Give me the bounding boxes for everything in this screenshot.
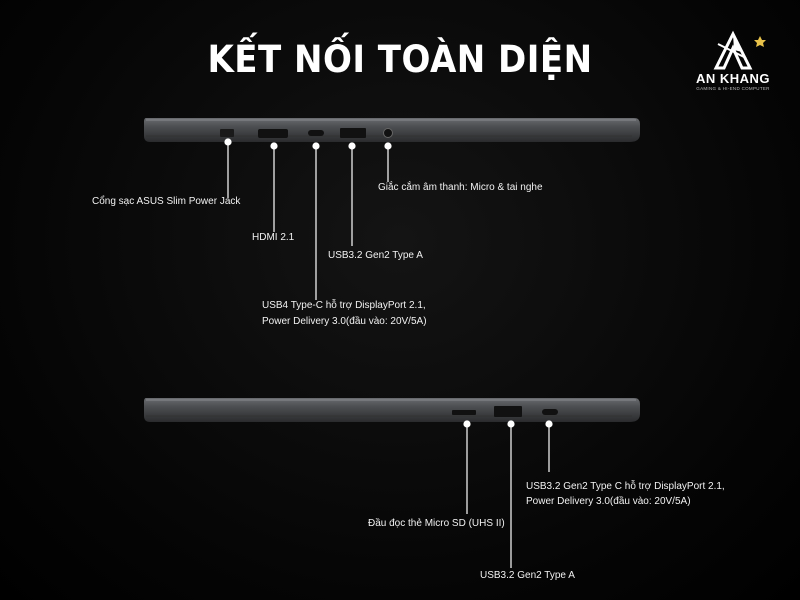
label-usb-c-line1: USB3.2 Gen2 Type C hỗ trợ DisplayPort 2.… [526,481,725,492]
power-jack-port [220,129,234,137]
label-usb-c-line2: Power Delivery 3.0(đầu vào: 20V/5A) [526,496,691,507]
audio-jack-port [383,128,393,138]
brand-logo: AN KHANG GAMING & HI-END COMPUTER [688,28,788,98]
label-usb-a-bottom: USB3.2 Gen2 Type A [480,570,575,581]
brand-name: AN KHANG [695,71,771,86]
laptop-right-side [144,398,640,422]
hdmi-port [258,129,288,138]
page-title: KẾT NỐI TOÀN DIỆN [207,38,593,81]
usb-a-port [340,128,366,138]
label-power-jack: Cổng sạc ASUS Slim Power Jack [92,196,241,207]
mountain-logo-icon [713,30,766,70]
brand-tagline: GAMING & HI-END COMPUTER [696,86,770,91]
bottom-connector-lines [463,420,553,568]
label-usb-a-top: USB3.2 Gen2 Type A [328,250,423,261]
usb-c-port [542,409,558,415]
label-hdmi: HDMI 2.1 [252,232,295,243]
usb-a-port [494,406,522,417]
label-usb4-line2: Power Delivery 3.0(đầu vào: 20V/5A) [262,316,427,327]
micro-sd-slot [452,410,476,415]
laptop-left-side [144,118,640,142]
label-audio: Giắc cắm âm thanh: Micro & tai nghe [378,182,543,193]
label-micro-sd: Đầu đọc thẻ Micro SD (UHS II) [368,518,505,529]
label-usb4-line1: USB4 Type-C hỗ trợ DisplayPort 2.1, [262,300,426,311]
usb-c-port [308,130,324,136]
top-connector-lines [224,138,392,300]
